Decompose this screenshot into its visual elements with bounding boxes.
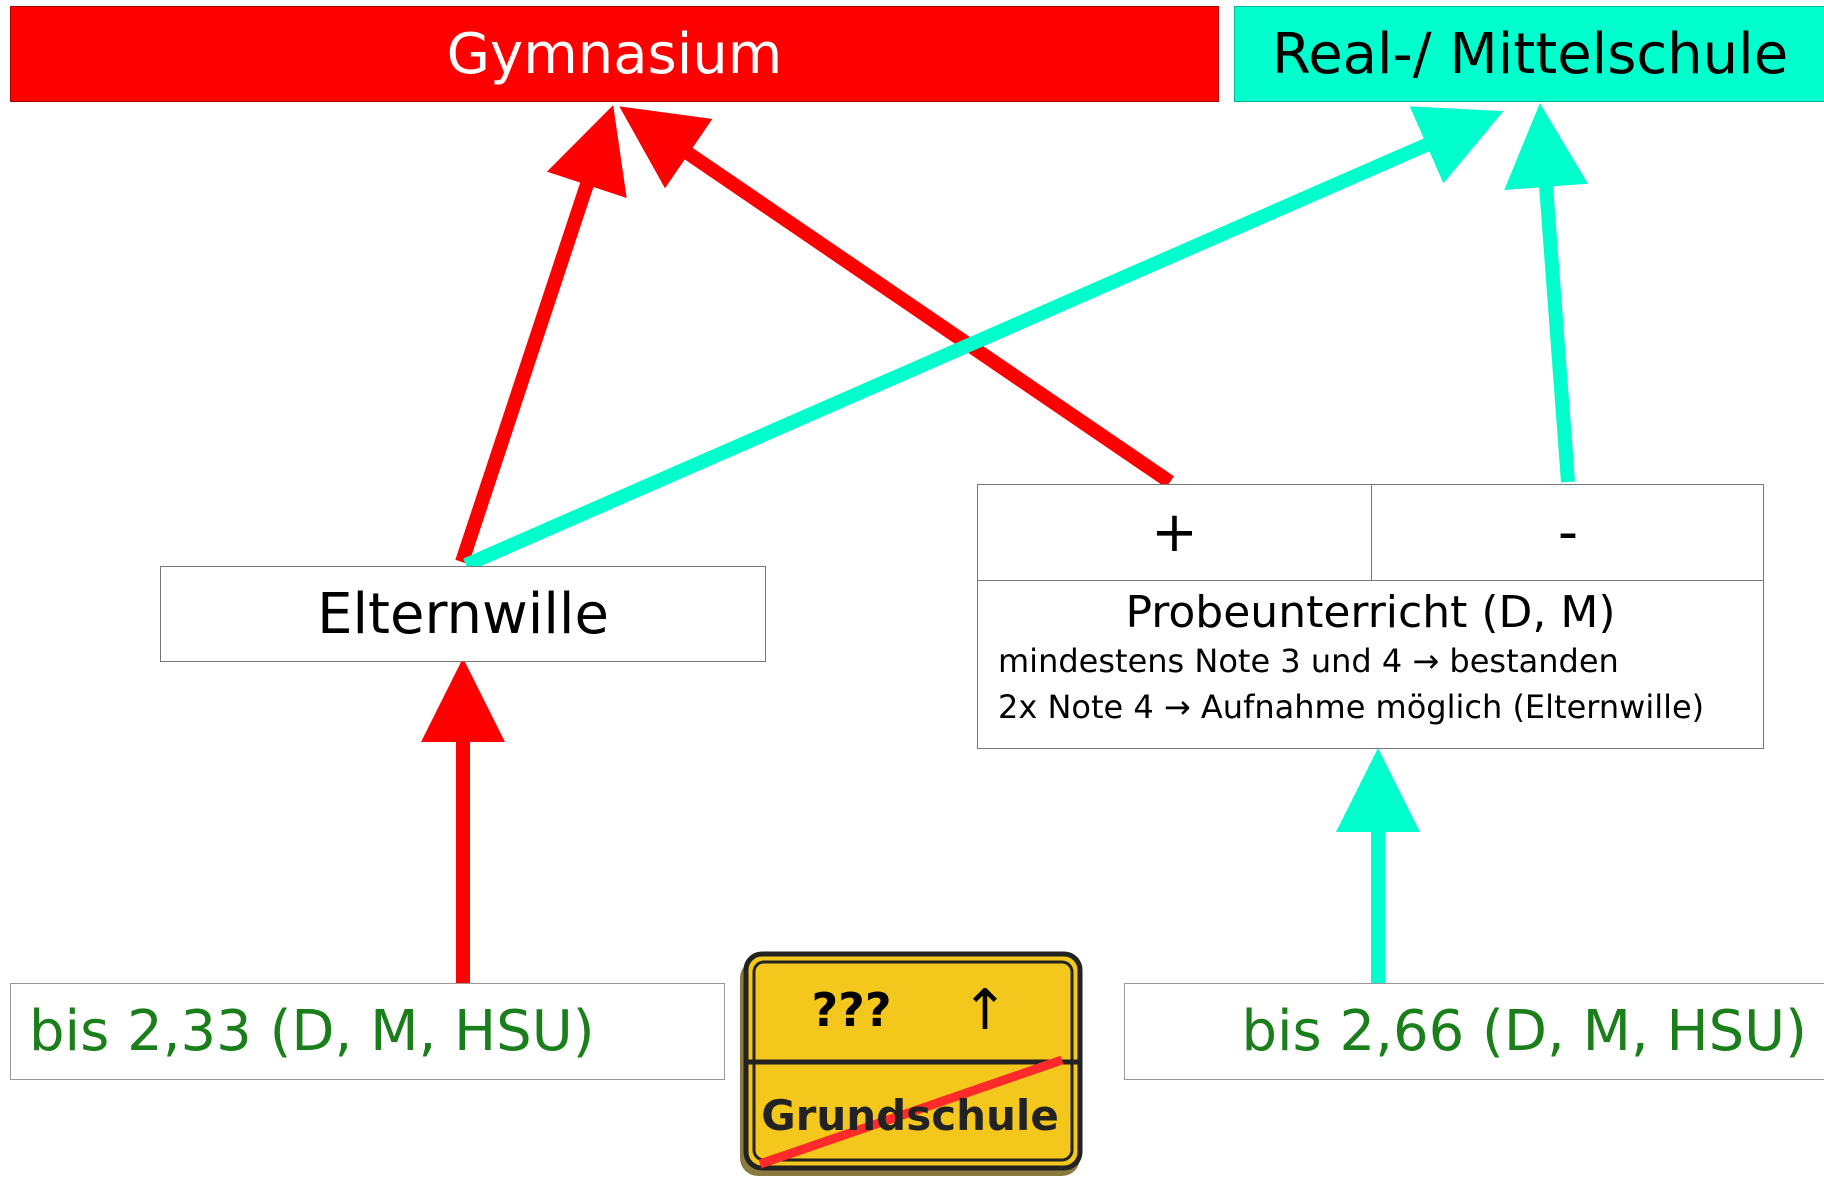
arrow-elternwille-to-gymnasium [455, 105, 627, 565]
grade-threshold-right: bis 2,66 (D, M, HSU) [1124, 983, 1824, 1080]
arrow-minus-to-realschule [1504, 103, 1588, 483]
arrow-plus-to-gymnasium [619, 106, 1174, 488]
arrow-elternwille-to-realschule [463, 106, 1504, 572]
elternwille-label: Elternwille [317, 581, 609, 647]
strike-through-line [758, 1055, 1064, 1169]
plus-cell: + [978, 485, 1372, 581]
sign-question-marks: ??? [811, 983, 892, 1037]
realschule-box: Real-/ Mittelschule [1234, 6, 1824, 102]
probeunterricht-body: Probeunterricht (D, M) mindestens Note 3… [978, 581, 1763, 730]
gymnasium-label: Gymnasium [446, 21, 783, 87]
town-sign-graphic [740, 951, 1083, 1176]
probeunterricht-box: + - Probeunterricht (D, M) mindestens No… [977, 484, 1764, 749]
up-arrow-icon: ↑ [961, 977, 1009, 1043]
grade-threshold-left-label: bis 2,33 (D, M, HSU) [29, 999, 595, 1064]
probeunterricht-rule-possible: 2x Note 4 → Aufnahme möglich (Elternwill… [998, 688, 1705, 726]
sign-grundschule-label: Grundschule [761, 1090, 1059, 1140]
grade-threshold-left: bis 2,33 (D, M, HSU) [10, 983, 725, 1080]
gymnasium-box: Gymnasium [10, 6, 1219, 102]
grundschule-town-sign: ??? ↑ Grundschule [734, 950, 1086, 1180]
sign-bottom-row: Grundschule [761, 1075, 1059, 1155]
elternwille-box: Elternwille [160, 566, 766, 662]
minus-cell: - [1372, 485, 1764, 581]
grade-threshold-right-label: bis 2,66 (D, M, HSU) [1241, 999, 1807, 1064]
sign-top-row: ??? ↑ [762, 970, 1058, 1050]
probeunterricht-title: Probeunterricht (D, M) [1125, 587, 1616, 638]
probeunterricht-rule-passed: mindestens Note 3 und 4 → bestanden [998, 642, 1619, 680]
plus-label: + [1151, 500, 1198, 565]
minus-label: - [1557, 500, 1579, 565]
realschule-label: Real-/ Mittelschule [1271, 21, 1789, 87]
